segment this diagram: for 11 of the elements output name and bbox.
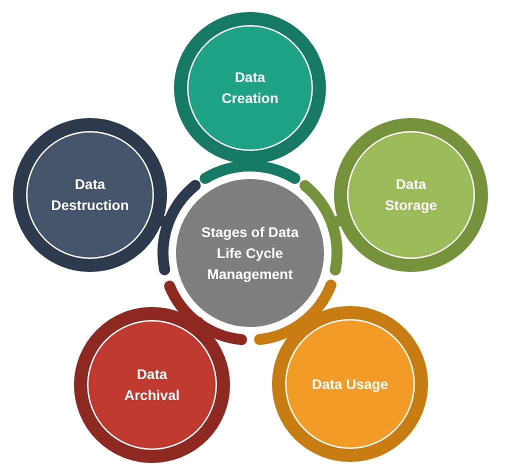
stage-label: Data Storage bbox=[384, 175, 438, 215]
arc-connector bbox=[254, 280, 336, 345]
stage-label: Data Archival bbox=[123, 365, 181, 405]
stage-label: Data Destruction bbox=[50, 175, 130, 215]
center-circle bbox=[176, 179, 324, 327]
stage-label: Data Creation bbox=[220, 68, 280, 108]
stage-label: Data Usage bbox=[310, 374, 390, 394]
arc-connector bbox=[300, 180, 344, 276]
center-label: Stages of Data Life Cycle Management bbox=[200, 222, 300, 284]
arc-connector bbox=[156, 180, 201, 276]
arc-connector bbox=[164, 280, 247, 346]
